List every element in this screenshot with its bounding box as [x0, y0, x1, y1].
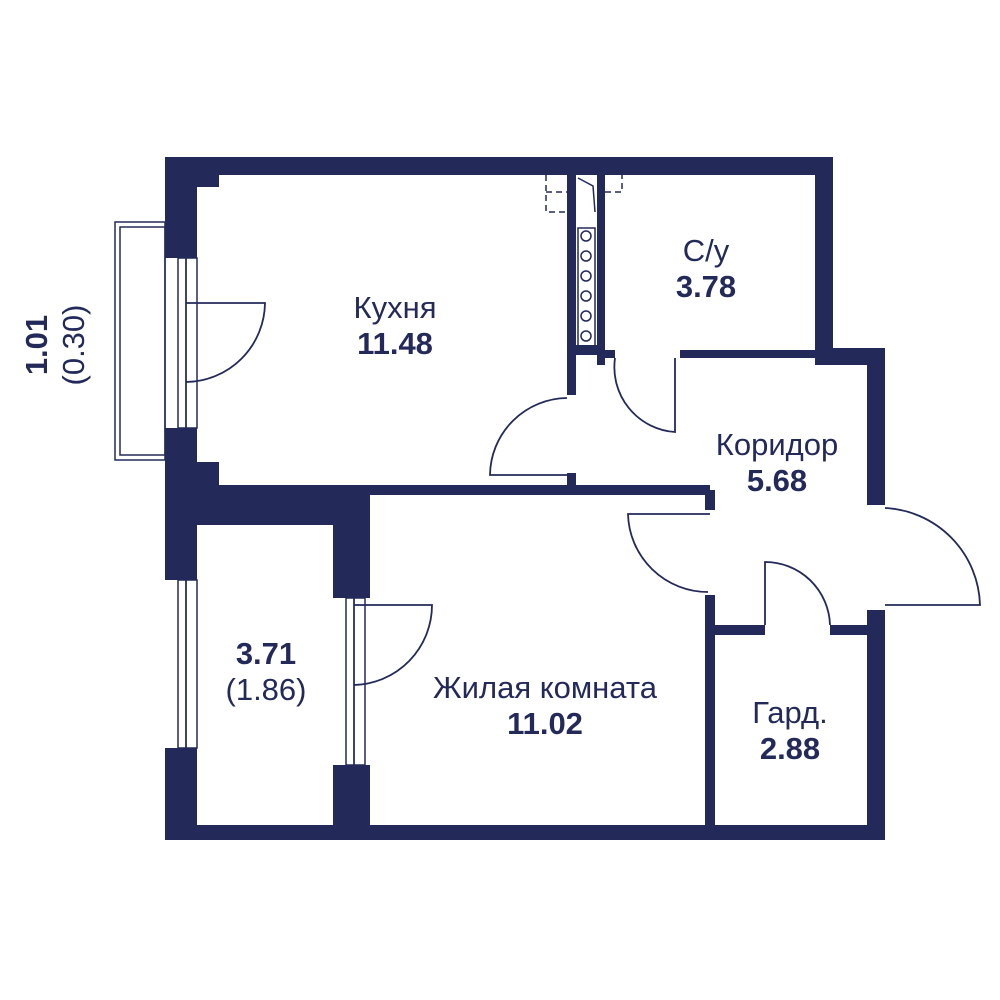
room-living: Жилая комната 11.02 [433, 670, 657, 741]
room-name: Коридор [715, 427, 839, 462]
room-name: Жилая комната [433, 670, 657, 705]
room-kitchen: Кухня 11.48 [354, 290, 437, 361]
balcony-reduced-area: (1.86) [225, 671, 307, 707]
room-area: 11.02 [507, 705, 583, 741]
room-name: Гард. [752, 695, 828, 730]
loggia-label: 1.01 (0.30) [18, 305, 92, 386]
room-name: С/у [682, 233, 730, 268]
doors [185, 302, 981, 686]
loggia-area: 1.01 [18, 314, 54, 376]
balcony-label: 3.71 (1.86) [226, 636, 307, 707]
room-bathroom: С/у 3.78 [676, 233, 736, 304]
balcony-area: 3.71 [235, 636, 297, 671]
room-area: 3.78 [675, 268, 737, 304]
room-area: 5.68 [746, 462, 808, 498]
room-area: 2.88 [759, 730, 821, 766]
room-corridor: Коридор 5.68 [716, 427, 838, 498]
fixtures [545, 175, 623, 347]
room-name: Кухня [353, 290, 437, 325]
room-area: 11.48 [357, 325, 433, 361]
windows [114, 221, 366, 766]
room-wardrobe: Гард. 2.88 [752, 695, 828, 766]
walls [165, 157, 885, 840]
loggia-reduced-area: (0.30) [56, 304, 91, 386]
